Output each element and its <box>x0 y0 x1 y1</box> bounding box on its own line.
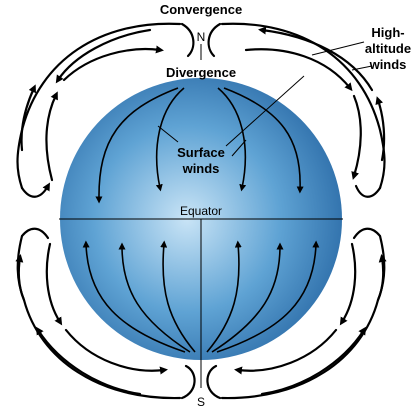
high-altitude-label-2: altitude <box>365 41 411 56</box>
leader-high-altitude-a <box>311 41 365 56</box>
southern-surface-winds <box>82 240 320 353</box>
divergence-label: Divergence <box>166 65 236 80</box>
high-altitude-label-3: winds <box>369 57 407 72</box>
south-label: S <box>197 395 205 409</box>
equator-label: Equator <box>180 204 222 218</box>
surface-winds-label-2: winds <box>182 161 220 176</box>
north-label: N <box>197 30 206 44</box>
high-altitude-label-1: High- <box>371 25 404 40</box>
leader-high-altitude-b <box>351 65 373 71</box>
high-altitude-winds <box>15 22 387 400</box>
leader-surface-right-a <box>225 75 305 147</box>
northern-surface-winds <box>95 87 304 204</box>
convergence-label: Convergence <box>160 2 242 17</box>
leader-surface-left <box>157 125 179 143</box>
leader-surface-right-b <box>231 139 247 157</box>
surface-winds-label-1: Surface <box>177 145 225 160</box>
